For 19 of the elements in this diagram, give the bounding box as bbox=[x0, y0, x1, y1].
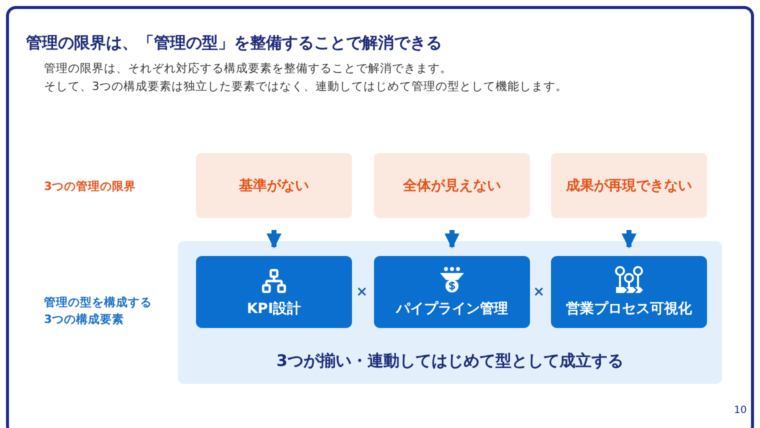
row-label: 管理の型を構成する3つの構成要素 bbox=[44, 294, 152, 328]
element-box: 営業プロセス可視化 bbox=[551, 256, 707, 328]
limit-box: 基準がない bbox=[196, 153, 352, 218]
multiply-sign: × bbox=[533, 284, 545, 300]
description-text: そして、3つの構成要素は独立した要素ではなく、連動してはじめて管理の型として機能します。 bbox=[44, 79, 568, 94]
description-text: 管理の限界は、それぞれ対応する構成要素を整備することで解消できます。 bbox=[44, 61, 452, 76]
page-number: 10 bbox=[734, 405, 747, 416]
down-arrow bbox=[444, 230, 460, 248]
element-box: パイプライン管理 bbox=[374, 256, 530, 328]
limit-box: 成果が再現できない bbox=[551, 153, 707, 218]
summary-text: 3つが揃い・連動してはじめて型として成立する bbox=[275, 351, 625, 372]
down-arrow bbox=[622, 230, 636, 248]
row-label: 3つの管理の限界 bbox=[44, 178, 138, 195]
down-arrow bbox=[266, 230, 282, 248]
group-panel bbox=[178, 241, 722, 384]
title: 管理の限界は、「管理の型」を整備することで解消できる bbox=[26, 33, 442, 54]
limit-box: 全体が見えない bbox=[374, 153, 530, 218]
element-box: KPI設計 bbox=[196, 256, 352, 328]
multiply-sign: × bbox=[356, 284, 368, 300]
